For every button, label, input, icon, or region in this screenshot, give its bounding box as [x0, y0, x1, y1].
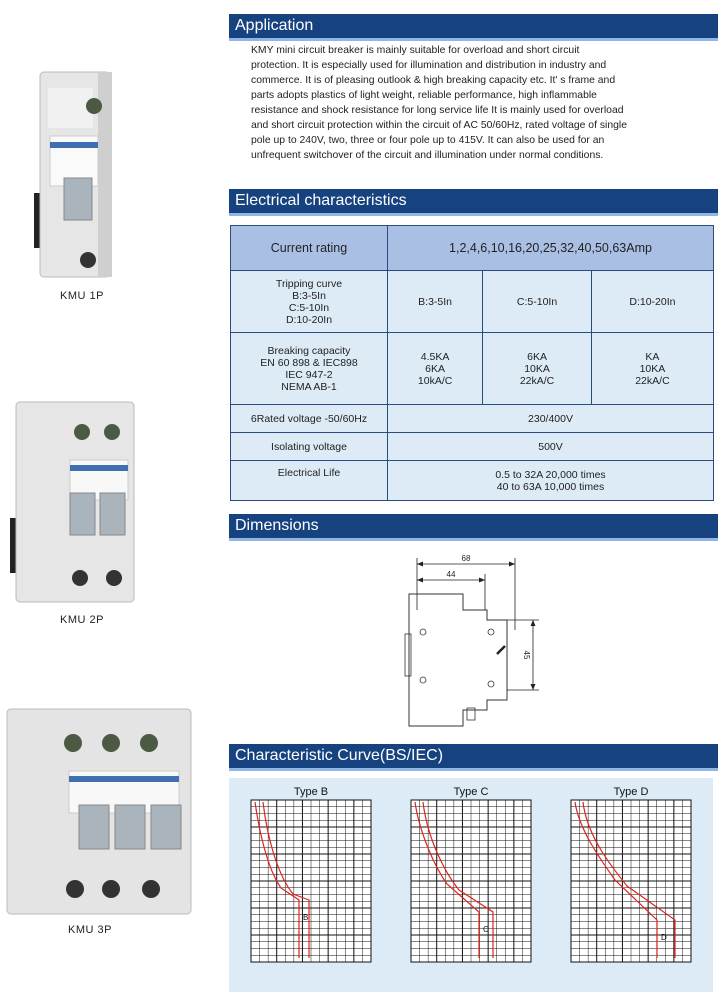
application-line: KMY mini circuit breaker is mainly suita… [251, 45, 580, 56]
curve-min-line [574, 801, 658, 958]
dimensions-header: Dimensions [229, 514, 718, 541]
table-row: Current rating 1,2,4,6,10,16,20,25,32,40… [230, 225, 714, 271]
breaking-label-line: EN 60 898 & IEC898 [260, 356, 358, 369]
isolating-voltage-label: Isolating voltage [230, 432, 388, 461]
application-header: Application [229, 14, 718, 41]
curve-marker: D [661, 933, 667, 942]
tripping-label-line: Tripping curve [275, 277, 343, 290]
curve-title: Type C [454, 786, 489, 798]
dim-45-label: 45 [522, 651, 531, 660]
tripping-label-line: D:10-20In [285, 313, 333, 326]
breaking-value-line: 6KA [527, 350, 547, 363]
tripping-label-line: C:5-10In [288, 301, 330, 314]
tripping-curve-label: Tripping curve B:3-5In C:5-10In D:10-20I… [230, 270, 388, 333]
rated-voltage-label: 6Rated voltage -50/60Hz [230, 404, 388, 433]
table-row: 6Rated voltage -50/60Hz 230/400V [230, 404, 714, 433]
application-line: and short circuit protection within the … [251, 120, 627, 131]
breaking-d-value: KA 10KA 22kA/C [590, 332, 715, 405]
curve-title: Type B [294, 786, 328, 798]
application-line: resistance and shock resistance for long… [251, 105, 624, 116]
breaking-value-line: 4.5KA [420, 350, 450, 363]
breaking-capacity-label: Breaking capacity EN 60 898 & IEC898 IEC… [230, 332, 388, 405]
breaking-value-line: 10KA [639, 362, 666, 375]
dimension-drawing: 68 44 45 [399, 550, 549, 730]
breaking-value-line: 10kA/C [417, 374, 453, 387]
life-line: 0.5 to 32A 20,000 times [495, 468, 606, 481]
curve-max-line [582, 801, 676, 958]
curve-panel: Type C C [410, 786, 532, 963]
application-line: protection. It is especially used for il… [251, 60, 607, 71]
breaking-value-line: 22kA/C [519, 374, 555, 387]
dim-44-label: 44 [447, 570, 456, 579]
table-row: Isolating voltage 500V [230, 432, 714, 461]
tripping-c-value: C:5-10In [482, 270, 592, 333]
product-label-1p: KMU 1P [60, 290, 104, 302]
curves-header: Characteristic Curve(BS/IEC) [229, 744, 718, 771]
breaker-3p-image [5, 705, 195, 920]
curve-min-line [414, 801, 480, 958]
application-line: pole up to 240V, two, three or four pole… [251, 135, 605, 146]
breaking-label-line: Breaking capacity [267, 344, 351, 357]
breaker-1p-image [28, 68, 128, 283]
application-text: KMY mini circuit breaker is mainly suita… [251, 43, 691, 163]
breaking-value-line: 6KA [425, 362, 446, 375]
current-rating-label: Current rating [230, 225, 388, 271]
product-label-2p: KMU 2P [60, 614, 104, 626]
breaking-b-value: 4.5KA 6KA 10kA/C [386, 332, 484, 405]
curve-max-line [262, 801, 310, 958]
curve-title: Type D [614, 786, 649, 798]
rated-voltage-value: 230/400V [387, 404, 714, 433]
curve-marker: C [483, 925, 489, 934]
curves-container: Type B B Type C C Type D D [229, 778, 713, 992]
electrical-life-value: 0.5 to 32A 20,000 times 40 to 63A 10,000… [387, 460, 714, 501]
dim-68-label: 68 [462, 554, 471, 563]
tripping-d-value: D:10-20In [590, 270, 715, 333]
electrical-life-label: Electrical Life [230, 460, 388, 501]
application-line: unfrequent switchover of the circuit and… [251, 150, 604, 161]
table-row: Breaking capacity EN 60 898 & IEC898 IEC… [230, 332, 715, 405]
tripping-label-line: B:3-5In [292, 289, 326, 302]
product-label-3p: KMU 3P [68, 924, 112, 936]
breaking-label-line: NEMA AB-1 [281, 380, 337, 393]
application-line: commerce. It is of pleasing outlook & hi… [251, 75, 616, 86]
current-rating-value: 1,2,4,6,10,16,20,25,32,40,50,63Amp [387, 225, 714, 271]
breaking-value-line: 10KA [524, 362, 550, 375]
product-column: KMU 1P KMU 2P [0, 0, 222, 992]
electrical-header: Electrical characteristics [229, 189, 718, 216]
breaking-c-value: 6KA 10KA 22kA/C [482, 332, 592, 405]
breaking-value-line: KA [645, 350, 660, 363]
curve-min-line [254, 801, 300, 958]
breaking-value-line: 22kA/C [635, 374, 670, 387]
breaking-label-line: IEC 947-2 [285, 368, 333, 381]
isolating-voltage-value: 500V [387, 432, 714, 461]
curve-marker: B [303, 913, 308, 922]
curve-panel: Type B B [250, 786, 372, 963]
curve-max-line [422, 801, 494, 958]
tripping-b-value: B:3-5In [386, 270, 484, 333]
breaker-2p-image [8, 398, 138, 608]
electrical-table: Current rating 1,2,4,6,10,16,20,25,32,40… [230, 225, 715, 501]
life-line: 40 to 63A 10,000 times [496, 480, 605, 493]
table-row: Tripping curve B:3-5In C:5-10In D:10-20I… [230, 270, 715, 333]
curves-svg: Type B B Type C C Type D D [250, 786, 692, 963]
table-row: Electrical Life 0.5 to 32A 20,000 times … [230, 460, 714, 501]
application-line: parts adopts plastics of light weight, r… [251, 90, 597, 101]
curve-panel: Type D D [570, 786, 692, 963]
